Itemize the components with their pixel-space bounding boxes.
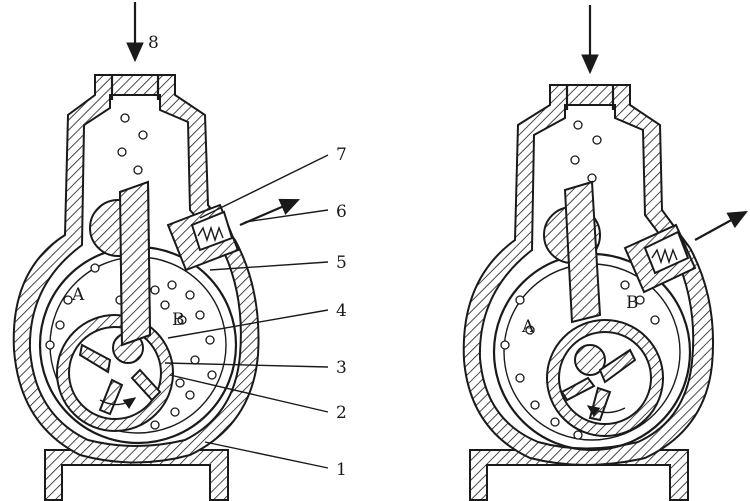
left-spoke-2: [98, 378, 124, 416]
right-hub: [574, 344, 606, 376]
right-chamber-a: A: [521, 317, 535, 337]
right-base: [469, 449, 689, 501]
left-chamber-a: A: [71, 285, 85, 305]
left-spoke-3: [130, 368, 162, 402]
left-rotation-arrow: [99, 397, 137, 410]
right-chamber-b: B: [626, 293, 639, 313]
right-rotation-arrow: [586, 405, 626, 418]
left-inlet-throat: [110, 75, 160, 100]
right-spoke-3: [560, 376, 596, 402]
callout-3: 3: [336, 358, 347, 378]
callout-7: 7: [336, 145, 347, 165]
right-pump-view: A B: [462, 5, 748, 501]
callout-1: 1: [336, 460, 347, 480]
callout-5: 5: [336, 253, 347, 273]
left-base: [44, 449, 229, 501]
left-callout-lines: [164, 154, 329, 469]
right-outlet-arrow: [694, 210, 748, 241]
right-vane: [563, 180, 602, 324]
label-8: 8: [148, 33, 159, 53]
left-pump-view: 8: [12, 2, 347, 501]
left-chamber-b: B: [172, 310, 185, 330]
left-spoke-1: [78, 343, 112, 374]
callout-2: 2: [336, 403, 347, 423]
right-spoke-1: [598, 348, 637, 384]
right-valve-spring: [651, 247, 678, 265]
left-valve-spring: [197, 225, 224, 243]
right-inlet-throat: [565, 85, 615, 110]
callout-4: 4: [336, 301, 347, 321]
callout-6: 6: [336, 202, 347, 222]
